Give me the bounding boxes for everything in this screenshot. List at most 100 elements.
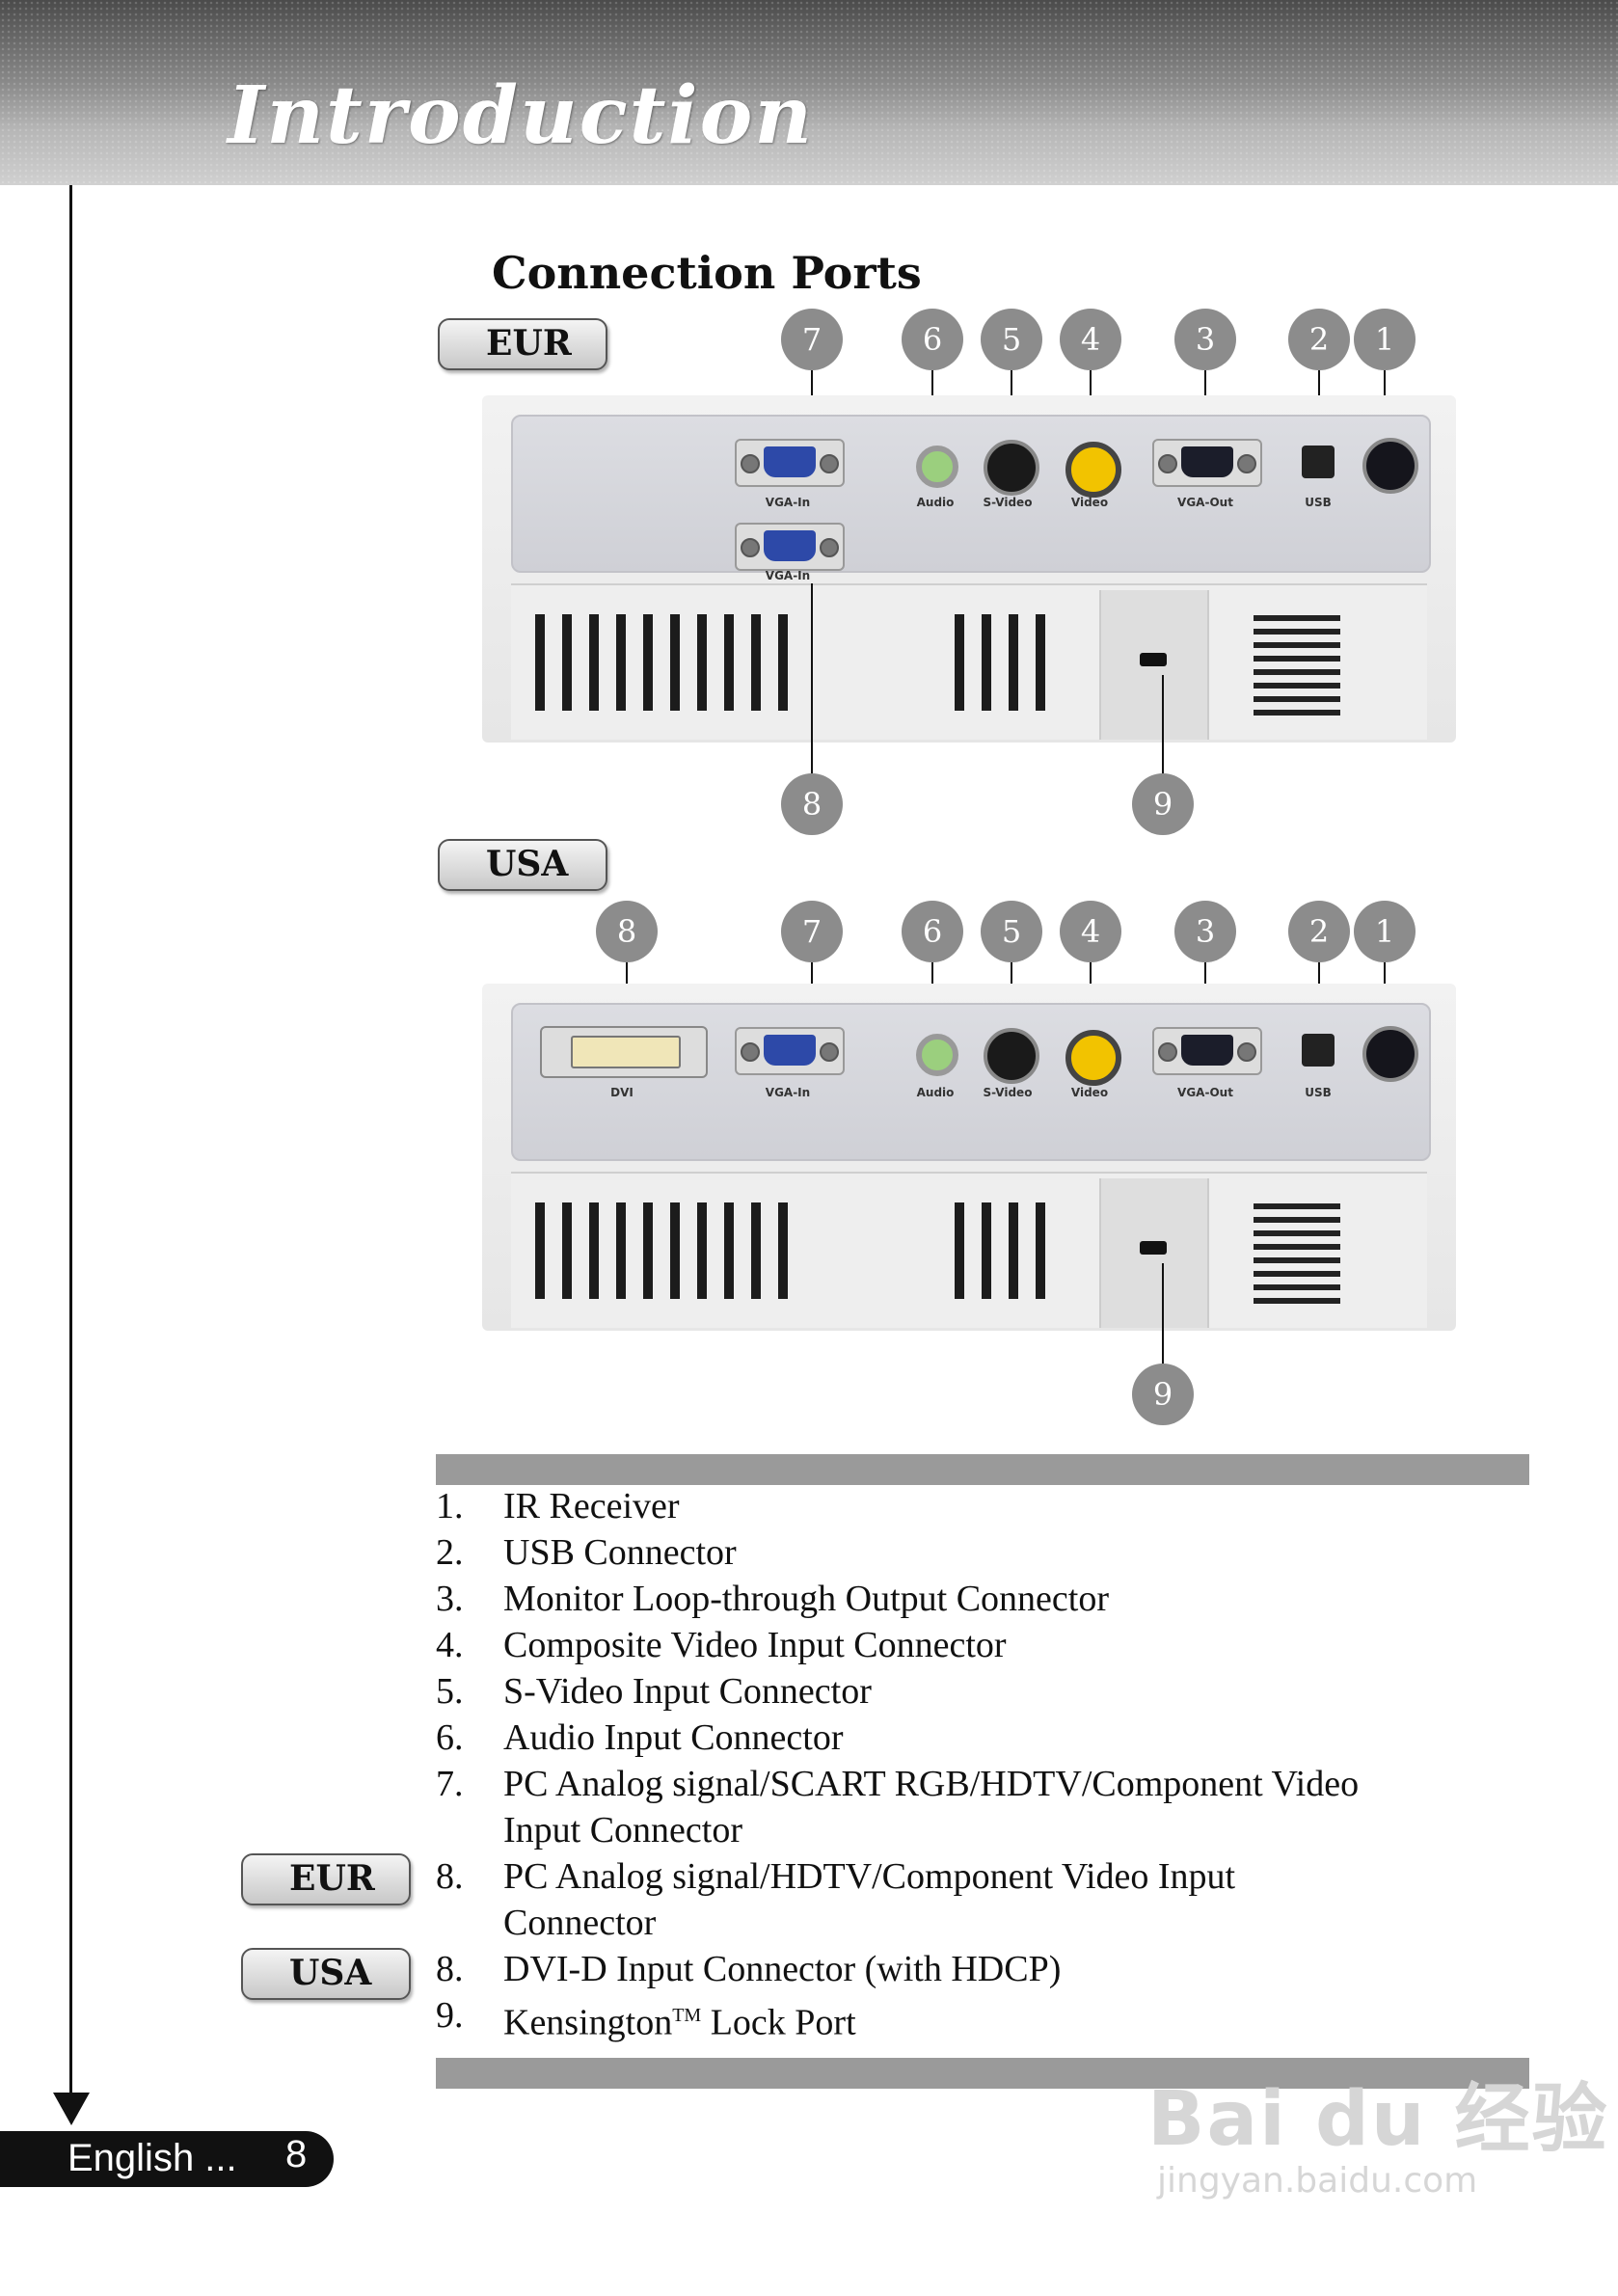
callout-badge: 5	[981, 309, 1042, 370]
list-item: 4.Composite Video Input Connector	[436, 1622, 1359, 1668]
leader-line	[1162, 1263, 1164, 1367]
kensington-plate	[1099, 590, 1209, 740]
callout-badge: 8	[596, 901, 658, 962]
footer-pill	[0, 2131, 334, 2187]
callout-badge: 2	[1288, 309, 1350, 370]
list-text: IR Receiver	[503, 1486, 680, 1526]
svideo-port	[984, 1028, 1039, 1084]
callout-badge: 3	[1174, 901, 1236, 962]
usa-tag: USA	[438, 839, 607, 891]
list-text-continued: Input Connector	[503, 1810, 743, 1850]
vent-slots	[955, 614, 1045, 711]
footer-language: English ...	[67, 2137, 237, 2179]
margin-line	[69, 185, 72, 2099]
callout-badge: 7	[781, 309, 843, 370]
port-label: USB	[1305, 1086, 1332, 1099]
list-text: USB Connector	[503, 1532, 737, 1573]
vga-out-port	[1152, 439, 1262, 487]
page-title: Introduction	[228, 69, 814, 162]
leader-line	[811, 583, 813, 776]
port-label: VGA-In	[765, 496, 811, 509]
leader-line	[1162, 675, 1164, 776]
port-label: VGA-Out	[1177, 1086, 1233, 1099]
list-number: 6.	[436, 1717, 464, 1758]
ir-receiver	[1362, 1026, 1418, 1082]
list-number: 3.	[436, 1579, 464, 1619]
vent-slots	[535, 1202, 788, 1299]
kensington-plate	[1099, 1178, 1209, 1328]
list-text-kensington: KensingtonTM Lock Port	[503, 1992, 1359, 2046]
callout-badge: 9	[1132, 1364, 1194, 1425]
list-text: PC Analog signal/HDTV/Component Video In…	[503, 1856, 1236, 1897]
list-item: 5. S-Video Input Connector	[436, 1668, 1359, 1715]
eur-tag: EUR	[438, 318, 607, 370]
eur-connector-panel: VGA-In Audio S-Video Video VGA-Out USB V…	[482, 395, 1456, 743]
list-item: 9. KensingtonTM Lock Port	[436, 1992, 1359, 2046]
list-text: Monitor Loop-through Output Connector	[503, 1579, 1109, 1619]
list-text: DVI-D Input Connector (with HDCP)	[503, 1949, 1062, 1989]
port-list: 1. IR Receiver 2. USB Connector 3. Monitor …	[436, 1483, 1359, 2046]
list-text: Kensington	[503, 2002, 673, 2043]
margin-arrow-icon	[53, 2093, 90, 2125]
callout-badge: 1	[1354, 309, 1416, 370]
list-text: PC Analog signal/SCART RGB/HDTV/Componen…	[503, 1764, 1360, 1804]
ir-receiver	[1362, 438, 1418, 494]
callout-badge: 9	[1132, 773, 1194, 835]
list-number: 4.	[436, 1625, 464, 1665]
page-number: 8	[285, 2133, 308, 2175]
usa-connector-panel: DVI VGA-In Audio S-Video Video VGA-Out U…	[482, 984, 1456, 1331]
list-item: 1. IR Receiver	[436, 1483, 1359, 1529]
vent-grill	[1254, 609, 1340, 716]
trademark: TM	[672, 2005, 702, 2026]
list-number: 2.	[436, 1532, 464, 1573]
list-item: 6.Audio Input Connector	[436, 1715, 1359, 1761]
vga-in-port	[735, 1027, 845, 1075]
callout-badge: 3	[1174, 309, 1236, 370]
list-item: 2. USB Connector	[436, 1529, 1359, 1576]
port-label: DVI	[610, 1086, 634, 1099]
bottom-rule	[436, 2058, 1529, 2089]
list-item: 8.DVI-D Input Connector (with HDCP)	[436, 1946, 1359, 1992]
header-banner	[0, 0, 1618, 185]
port-label: Video	[1070, 496, 1109, 509]
port-label: Video	[1070, 1086, 1109, 1099]
side-tag-eur: EUR	[241, 1853, 411, 1905]
watermark-sub: jingyan.baidu.com	[1157, 2161, 1478, 2201]
watermark-main: Bai du 经验	[1147, 2076, 1609, 2163]
port-label: S-Video	[983, 1086, 1033, 1099]
vent-area	[511, 583, 1427, 740]
port-label: VGA-Out	[1177, 496, 1233, 509]
list-item: 8. PC Analog signal/HDTV/Component Video …	[436, 1853, 1359, 1946]
vent-slots	[955, 1202, 1045, 1299]
list-item: 3. Monitor Loop-through Output Connector	[436, 1576, 1359, 1622]
callout-badge: 8	[781, 773, 843, 835]
list-number: 5.	[436, 1671, 464, 1712]
side-tag-usa: USA	[241, 1948, 411, 2000]
vent-grill	[1254, 1198, 1340, 1304]
port-label: Audio	[916, 1086, 955, 1099]
list-number: 9.	[436, 1995, 464, 2036]
list-item: 7.PC Analog signal/SCART RGB/HDTV/Compon…	[436, 1761, 1359, 1853]
list-text-suffix: Lock Port	[701, 2002, 856, 2043]
vga-in-port	[735, 439, 845, 487]
callout-badge: 4	[1060, 309, 1121, 370]
watermark: Bai du 经验 jingyan.baidu.com	[1147, 2059, 1609, 2201]
top-rule	[436, 1454, 1529, 1485]
port-label: Audio	[916, 496, 955, 509]
list-number: 8.	[436, 1856, 464, 1897]
svideo-port	[984, 440, 1039, 496]
port-label: USB	[1305, 496, 1332, 509]
list-text: S-Video Input Connector	[503, 1671, 872, 1712]
list-text-continued: Connector	[503, 1903, 657, 1943]
vent-area	[511, 1172, 1427, 1328]
port-label: VGA-In	[765, 569, 811, 582]
list-number: 1.	[436, 1486, 464, 1526]
callout-badge: 7	[781, 901, 843, 962]
callout-badge: 1	[1354, 901, 1416, 962]
callout-badge: 5	[981, 901, 1042, 962]
port-face	[511, 415, 1431, 573]
port-label: S-Video	[983, 496, 1033, 509]
audio-port	[916, 446, 958, 488]
vga-out-port	[1152, 1027, 1262, 1075]
callout-badge: 2	[1288, 901, 1350, 962]
